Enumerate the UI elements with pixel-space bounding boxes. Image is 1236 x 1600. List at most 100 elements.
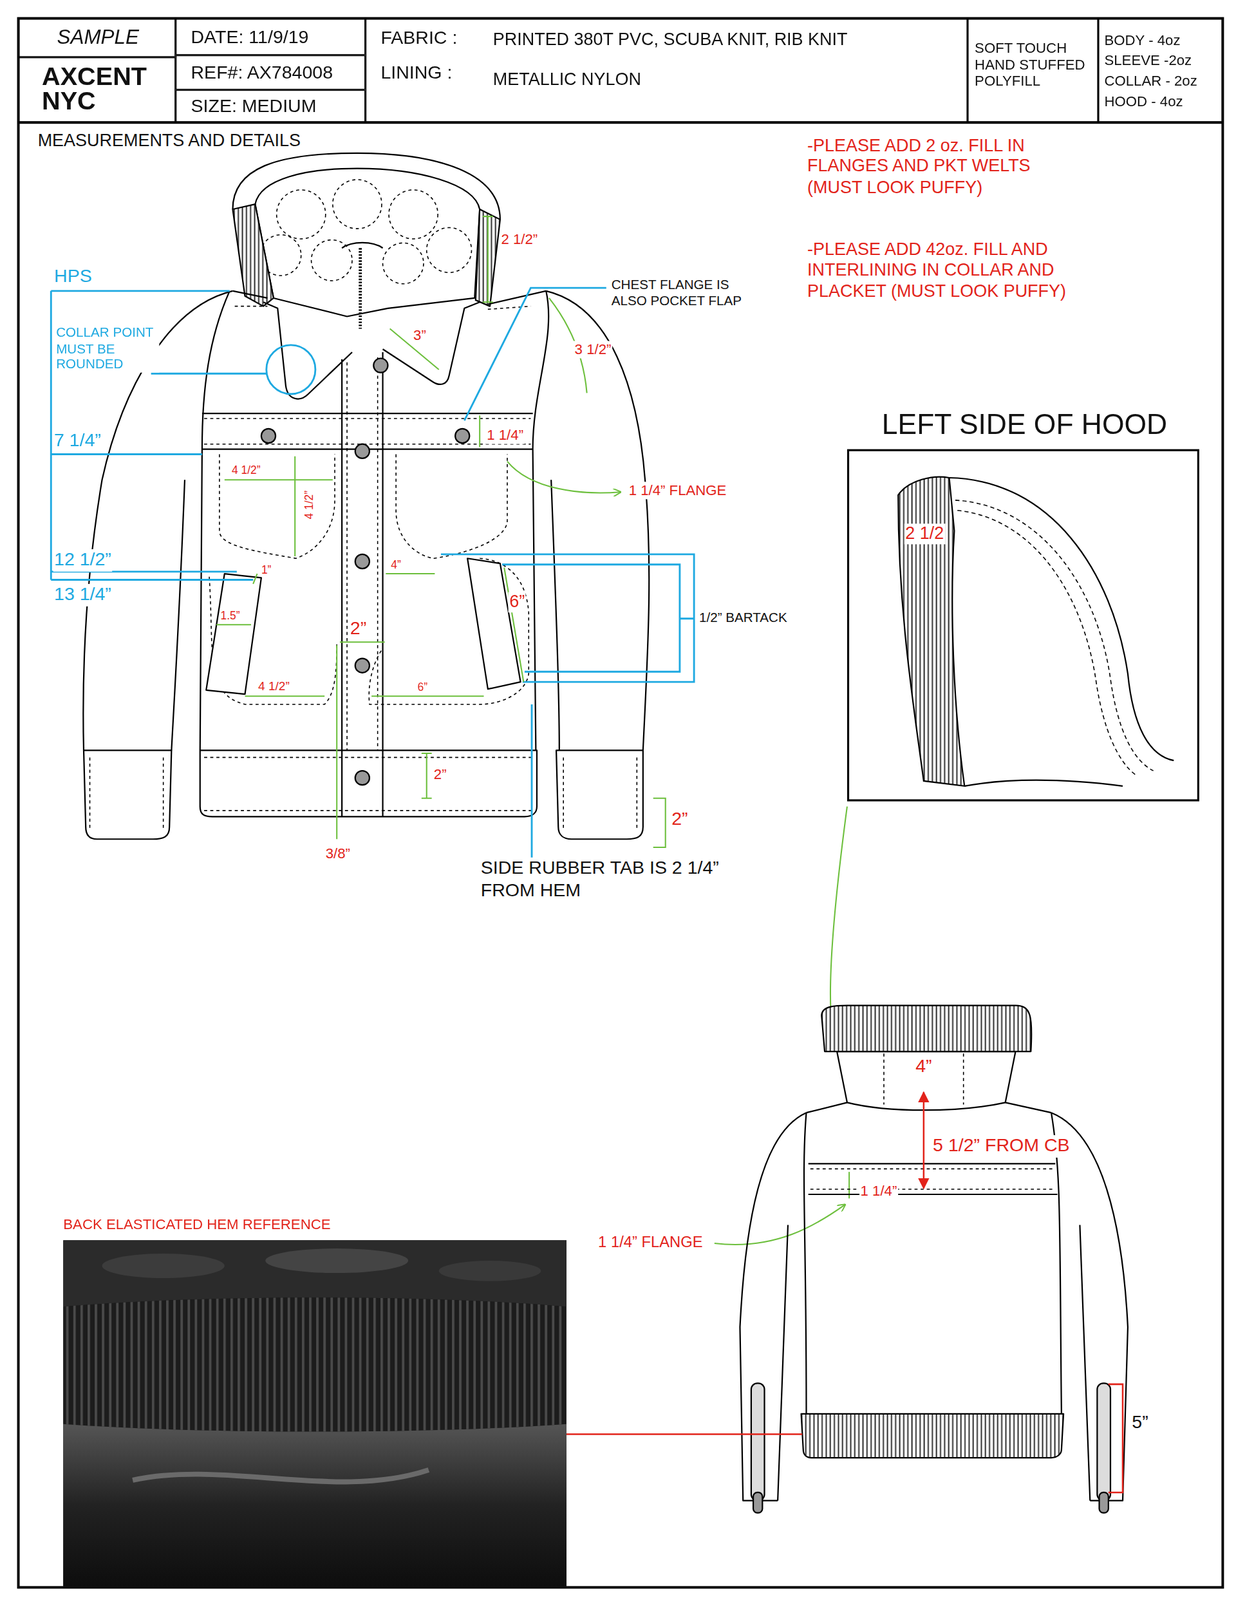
back-jacket-sketch-part — [804, 1112, 1062, 1414]
front-jacket-sketch-part — [636, 757, 638, 829]
front-jacket-sketch-part-part — [373, 357, 388, 373]
green-dimension-lines-part — [504, 567, 524, 683]
back-jacket-sketch-part — [836, 1051, 1016, 1110]
hood-side-view-part — [955, 500, 1154, 771]
cell-text: LEFT SIDE OF HOOD — [881, 408, 1168, 441]
green-dimension-lines-part — [830, 806, 848, 1011]
hem-reference-photo-part — [102, 1253, 225, 1278]
dimension-label: 3” — [412, 326, 428, 344]
red-markers-part — [1108, 1384, 1123, 1493]
blue-spec-lines-part — [266, 345, 316, 394]
green-dimension-lines-part — [339, 641, 385, 643]
front-jacket-sketch-part — [562, 757, 564, 829]
dimension-label: 3/8” — [324, 845, 351, 863]
front-jacket-sketch-part — [204, 443, 531, 445]
hem-reference-photo-part — [439, 1260, 542, 1282]
note-text: COLLAR POINT MUST BE ROUNDED — [55, 324, 160, 373]
dimension-label: 3 1/2” — [573, 341, 613, 359]
back-jacket-sketch-part — [777, 1225, 1090, 1501]
green-dimension-lines-part — [252, 573, 257, 584]
hem-reference-photo-part — [63, 1239, 567, 1587]
front-jacket-sketch-part-part — [355, 444, 370, 459]
front-jacket-sketch-part — [346, 357, 378, 750]
front-jacket-sketch-part — [204, 809, 534, 812]
dimension-label: 5” — [1131, 1411, 1150, 1434]
front-jacket-sketch-part — [467, 558, 521, 689]
front-jacket-sketch-part — [206, 573, 262, 694]
dimension-label: 4 1/2” — [302, 489, 317, 521]
back-jacket-sketch-part — [739, 1112, 806, 1500]
front-jacket-sketch-part — [89, 757, 91, 829]
note-text: -PLEASE ADD 42oz. FILL AND INTERLINING I… — [806, 240, 1079, 303]
front-jacket-sketch-part-part — [395, 454, 508, 559]
blue-spec-lines-part — [531, 704, 534, 860]
dimension-label: 2” — [432, 765, 448, 783]
green-dimension-lines-part — [714, 1204, 846, 1245]
red-markers — [538, 1091, 1123, 1493]
hem-reference-photo-part — [265, 1248, 409, 1273]
hood-side-view — [898, 477, 1174, 787]
front-jacket-sketch-part — [232, 204, 273, 307]
front-jacket-sketch-part-part — [368, 558, 529, 705]
green-dimension-lines-part — [245, 695, 326, 697]
cell-text: REF#: AX784008 — [190, 62, 333, 84]
cell-text: SOFT TOUCH HAND STUFFED POLYFILL — [974, 39, 1092, 90]
dimension-label: 6” — [416, 681, 429, 695]
note-text: SIDE RUBBER TAB IS 2 1/4” FROM HEM — [479, 857, 752, 902]
dimension-label: 7 1/4” — [52, 429, 102, 452]
note-text: -PLEASE ADD 2 oz. FILL IN FLANGES AND PK… — [806, 135, 1079, 199]
front-jacket-sketch-part-part — [219, 454, 335, 559]
back-jacket-sketch — [739, 1005, 1128, 1513]
dimension-label: 6” — [508, 592, 526, 613]
blue-spec-lines-part — [440, 554, 694, 682]
weight-cell: BODY - 4ozSLEEVE -2ozCOLLAR - 2ozHOOD - … — [1098, 18, 1223, 123]
front-jacket-sketch-part — [83, 749, 172, 839]
back-jacket-sketch-part — [810, 1168, 1056, 1190]
cell-text: BACK ELASTICATED HEM REFERENCE — [63, 1215, 331, 1233]
back-jacket-sketch-part — [806, 1102, 1052, 1113]
front-jacket-sketch-part — [204, 757, 534, 759]
dimension-label: 1 1/4” — [486, 426, 525, 445]
blue-spec-lines — [50, 287, 694, 860]
dimension-label: 1” — [260, 563, 273, 577]
dimension-label: 2” — [670, 808, 690, 831]
brand-cell: AXCENT NYC — [18, 57, 176, 123]
dimension-label: 4 1/2” — [257, 678, 291, 694]
front-jacket-sketch-part — [232, 290, 268, 299]
point-label: HPS — [52, 265, 93, 288]
front-jacket-sketch-part-part — [332, 179, 382, 229]
cell-text: SIZE: MEDIUM — [190, 95, 317, 118]
front-jacket-sketch-part-part — [355, 554, 370, 569]
blue-spec-lines-part — [50, 290, 253, 581]
front-jacket-sketch-part — [261, 357, 470, 785]
green-dimension-lines-part — [653, 798, 666, 848]
dimension-label: 4” — [914, 1055, 934, 1077]
red-markers-part — [538, 1432, 803, 1435]
front-jacket-sketch-part — [556, 749, 644, 839]
green-dimension-lines-part — [294, 456, 296, 557]
fabric-cell: FABRIC :PRINTED 380T PVC, SCUBA KNIT, RI… — [365, 18, 968, 123]
front-jacket-sketch-part — [202, 412, 534, 414]
dimension-label: 13 1/4” — [52, 583, 113, 606]
hem-reference-photo-part — [63, 1297, 567, 1432]
hood-detail-box: LEFT SIDE OF HOOD — [847, 449, 1200, 802]
cell-value: HOOD - 4oz — [1104, 92, 1183, 110]
hood-side-view-part — [957, 510, 1137, 776]
cell-value: SLEEVE -2oz — [1104, 52, 1192, 69]
front-jacket-sketch-part-part — [276, 189, 326, 239]
header-cell: SAMPLE — [18, 18, 176, 58]
green-dimension-lines-part — [224, 478, 333, 481]
cell-text: SAMPLE — [19, 25, 177, 49]
hood-side-view-part — [948, 477, 1174, 761]
header-cell: DATE: 11/9/19 — [175, 18, 366, 56]
back-jacket-sketch-part — [1051, 1112, 1128, 1500]
page-frame-part — [18, 18, 1224, 1588]
front-jacket-sketch-part — [232, 153, 500, 220]
cell-text: AXCENT NYC — [41, 64, 145, 113]
hood-side-view-part — [898, 477, 965, 787]
back-jacket-sketch-part — [821, 1005, 1032, 1052]
cell-value: PRINTED 380T PVC, SCUBA KNIT, RIB KNIT — [493, 29, 848, 50]
front-jacket-sketch-part — [200, 749, 537, 817]
dimension-label: 2” — [348, 617, 368, 640]
